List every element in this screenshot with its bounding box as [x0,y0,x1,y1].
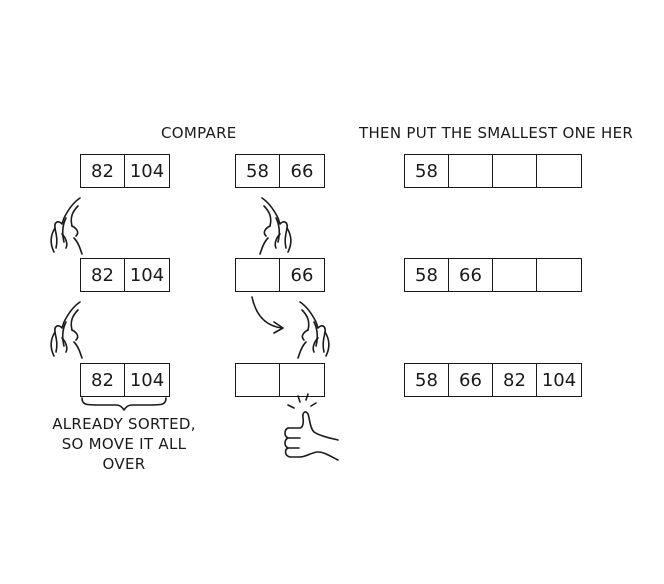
array-cell: 104 [129,160,165,182]
result-array-row3: 58 66 82 104 [404,363,582,397]
array-cell: 82 [493,364,537,396]
pointing-hand-icon [259,197,292,255]
curved-arrow-icon [251,296,284,334]
left-array-row2: 82 104 [80,258,170,292]
array-cell [236,364,280,396]
array-cell: 58 [405,155,449,187]
array-cell [449,155,493,187]
pointing-hand-icon [297,301,330,359]
middle-array-row3 [235,363,325,397]
left-array-row3: 82 104 [80,363,170,397]
array-cell: 66 [290,160,314,182]
array-cell: 82 [81,155,125,187]
array-cell [493,259,537,291]
array-cell: 104 [129,264,165,286]
result-heading: THEN PUT THE SMALLEST ONE HER [359,124,634,142]
middle-array-row1: 58 66 [235,154,325,188]
array-cell: 58 [405,259,449,291]
compare-heading: COMPARE [161,124,237,142]
array-cell [236,259,280,291]
array-cell: 104 [541,369,577,391]
result-array-row1: 58 [404,154,582,188]
thumbs-up-icon [284,393,339,461]
array-cell: 66 [449,364,493,396]
array-cell: 58 [236,155,280,187]
result-array-row2: 58 66 [404,258,582,292]
array-cell: 66 [449,259,493,291]
middle-array-row2: 66 [235,258,325,292]
array-cell: 82 [81,364,125,396]
already-sorted-note: ALREADY SORTED, SO MOVE IT ALL OVER [40,414,208,474]
left-array-row1: 82 104 [80,154,170,188]
brace-icon [81,397,167,411]
array-cell: 82 [81,259,125,291]
array-cell: 66 [290,264,314,286]
note-line-1: ALREADY SORTED, [52,415,196,433]
pointing-hand-icon [50,301,83,359]
pointing-hand-icon [50,197,83,255]
array-cell [493,155,537,187]
array-cell: 58 [405,364,449,396]
note-line-2: SO MOVE IT ALL OVER [61,435,187,473]
array-cell: 104 [129,369,165,391]
